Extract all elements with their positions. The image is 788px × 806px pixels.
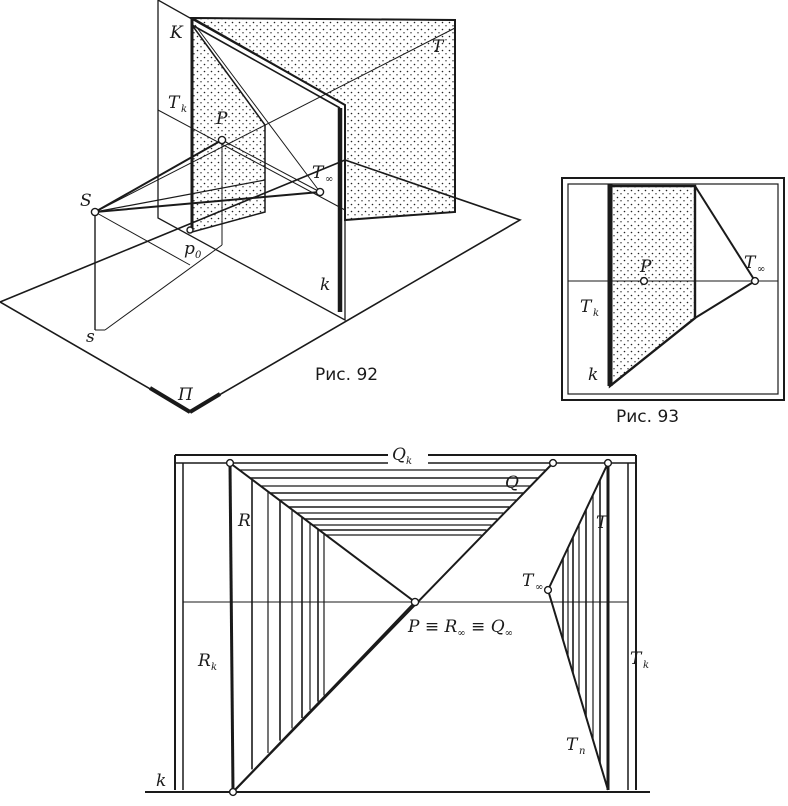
label-s-upper: S	[80, 191, 92, 211]
label-tk-sub: k	[181, 104, 187, 115]
label-t-bottom: T	[596, 513, 609, 533]
label-equivalence: P ≡ R∞ ≡ Q∞	[407, 617, 513, 639]
wall-t-hatching	[562, 479, 601, 764]
label-tk: T	[168, 93, 181, 113]
lower-vanishing-edge	[694, 280, 756, 319]
s-p0-ground	[104, 244, 223, 331]
point-t-top	[603, 458, 613, 468]
eq-part-q: ≡ Q	[466, 617, 505, 637]
label-pi: П	[177, 385, 194, 405]
label-t-inf-93: T	[744, 253, 757, 273]
point-p0	[186, 226, 194, 234]
point-p	[217, 135, 227, 145]
t-upper-edge	[547, 462, 609, 591]
point-q-right	[548, 458, 558, 468]
label-s-lower: s	[86, 327, 95, 347]
figure-bottom: Q k Q R R k T ∞ T T k T п k P ≡ R∞ ≡ Q∞	[145, 445, 650, 797]
label-qk: Q	[392, 445, 406, 465]
plane-t-top-edge	[191, 17, 456, 21]
label-k-bottom: k	[156, 771, 166, 791]
eq-sub-1: ∞	[457, 628, 465, 639]
ray-p-tinf	[221, 139, 321, 193]
eq-sub-2: ∞	[505, 628, 513, 639]
caption-fig-92: Рис. 92	[315, 365, 378, 385]
plane-fold-edge	[191, 24, 341, 109]
ray-k-tinf	[194, 24, 321, 193]
ray-s-mid	[94, 179, 266, 213]
label-rk: R	[197, 651, 211, 671]
ray-s-tinf	[94, 191, 321, 213]
point-p-93	[639, 276, 649, 286]
label-tk-bottom: T	[630, 649, 643, 669]
label-t-inf: T	[312, 163, 325, 183]
diag-long	[232, 462, 554, 793]
ground-plane-front-edge	[148, 386, 192, 414]
ray-s-p	[94, 139, 223, 213]
label-k: k	[320, 275, 330, 295]
label-p-93: P	[639, 257, 652, 277]
label-p0-sub: 0	[195, 250, 202, 261]
label-t-inf-bottom-sub: ∞	[535, 582, 543, 593]
label-t-pi-sub: п	[579, 746, 585, 757]
label-t: T	[432, 37, 445, 57]
label-k-93: k	[588, 365, 598, 385]
label-t-inf-bottom: T	[522, 571, 535, 591]
upper-vanishing-edge	[694, 185, 756, 282]
label-qk-bg	[388, 446, 428, 466]
label-qk-sub: k	[406, 456, 412, 467]
label-t-pi: T	[566, 735, 579, 755]
diag-upper-left	[229, 462, 416, 603]
label-r: R	[237, 511, 251, 531]
point-p-bottom	[410, 597, 420, 607]
label-tk-93-sub: k	[593, 308, 599, 319]
label-p: P	[215, 109, 228, 129]
label-q: Q	[505, 473, 519, 493]
label-tk-bottom-sub: k	[643, 660, 649, 671]
t-lower-edge	[547, 589, 609, 791]
point-s	[90, 207, 100, 217]
point-r-top	[225, 458, 235, 468]
eq-part-p-r: P ≡ R	[407, 617, 457, 637]
ground-plane-front-edge-2	[188, 392, 222, 414]
point-r-bottom	[228, 787, 238, 797]
frame-outer	[561, 177, 785, 401]
frame-inner	[567, 183, 779, 395]
figure-92: K T T k P T ∞ S p 0 k s П Рис. 92	[0, 0, 522, 414]
caption-fig-93: Рис. 93	[616, 407, 679, 427]
label-t-inf-93-sub: ∞	[757, 264, 765, 275]
point-t-inf-93	[750, 276, 760, 286]
point-t-inf	[315, 187, 325, 197]
point-t-inf-bottom	[543, 585, 553, 595]
trace-r	[228, 462, 235, 793]
ray-s-t	[94, 27, 456, 213]
label-rk-sub: k	[211, 662, 217, 673]
label-k-plane: K	[169, 23, 184, 43]
s-ground-link	[94, 211, 191, 266]
label-t-inf-sub: ∞	[325, 174, 333, 185]
label-p0: p	[184, 239, 195, 259]
figure-93: P T ∞ T k k Рис. 93	[561, 177, 785, 427]
wall-r-hatching	[251, 479, 325, 770]
plane-perspective-93	[608, 184, 697, 389]
label-tk-93: T	[580, 297, 593, 317]
ceiling-hatching	[239, 469, 547, 536]
